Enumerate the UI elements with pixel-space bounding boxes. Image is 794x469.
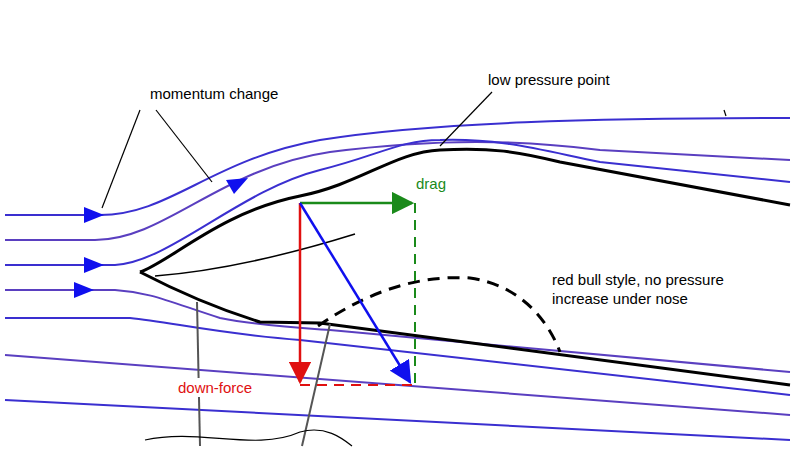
annotation-label: momentum change xyxy=(148,84,280,103)
leader-line xyxy=(156,110,212,182)
nose-body xyxy=(140,149,790,385)
annotation-label: drag xyxy=(414,174,448,193)
annotation-label: low pressure point xyxy=(486,70,612,89)
leader-lines xyxy=(102,92,726,208)
leader-line xyxy=(102,110,140,208)
streamlines xyxy=(5,118,790,440)
wing-pillar xyxy=(197,302,200,446)
streamline xyxy=(5,400,790,440)
streamline xyxy=(5,142,790,240)
streamline xyxy=(5,118,790,215)
drag-projection xyxy=(414,203,416,385)
annotation-label: down-force xyxy=(176,378,254,397)
tick-mark xyxy=(724,110,726,116)
nose-upper-surface xyxy=(140,149,790,272)
drag-vector xyxy=(300,202,412,205)
nose-detail-line xyxy=(155,234,355,276)
annotation-label: red bull style, no pressure increase und… xyxy=(550,270,786,308)
front-wing xyxy=(145,302,352,446)
flow-arrowhead xyxy=(226,178,248,194)
flow-arrowheads xyxy=(74,178,248,298)
flow-arrowhead xyxy=(84,207,104,223)
flow-arrowhead xyxy=(74,282,94,298)
leader-line xyxy=(440,92,492,146)
downforce-projection xyxy=(300,384,412,386)
wing-profile xyxy=(145,430,352,446)
flow-arrowhead xyxy=(84,257,104,273)
streamline xyxy=(5,318,790,395)
resultant-vector xyxy=(300,203,410,382)
downforce-vector xyxy=(299,203,302,382)
conventional-nose-outline xyxy=(318,278,560,352)
